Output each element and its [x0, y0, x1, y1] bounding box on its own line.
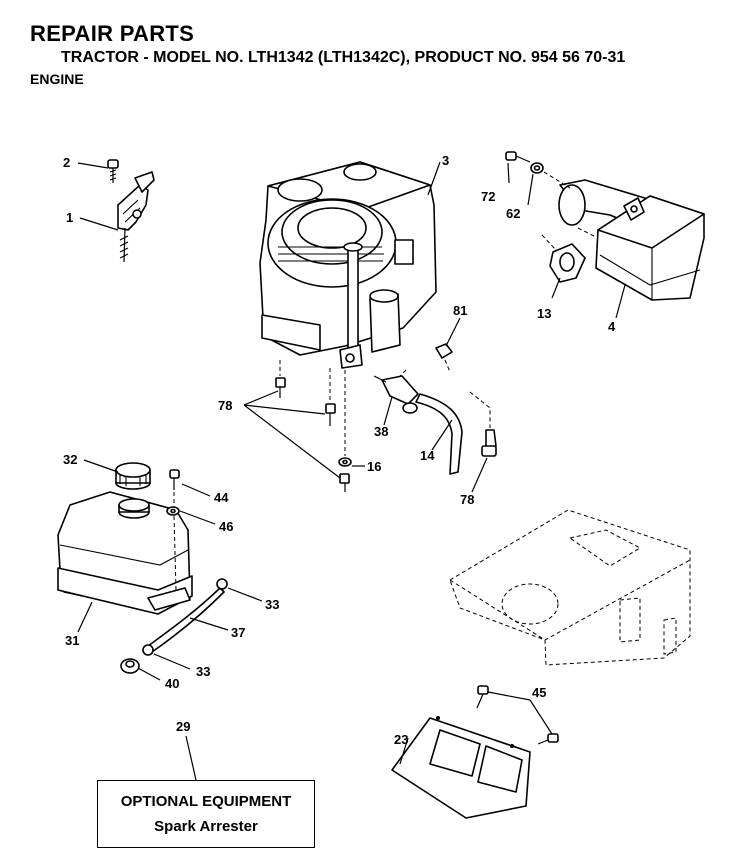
callout-37: 37 — [231, 625, 245, 640]
callout-78-left: 78 — [218, 398, 232, 413]
page-title: REPAIR PARTS — [30, 21, 195, 46]
fuel-tank-part — [57, 491, 193, 615]
engine-part — [259, 161, 437, 369]
spark-arrester-part — [391, 716, 531, 819]
leader-lines — [77, 161, 626, 781]
nut-81-part — [435, 343, 453, 359]
callout-2: 2 — [63, 155, 70, 170]
fuel-cap-part — [115, 462, 151, 490]
screw-44-part — [169, 469, 180, 490]
fuel-hose-part — [415, 393, 463, 475]
screw-part — [107, 159, 119, 183]
model-subtitle: TRACTOR - MODEL NO. LTH1342 (LTH1342C), … — [61, 49, 626, 66]
washer-46-part — [166, 506, 180, 516]
callout-38: 38 — [374, 424, 388, 439]
washer-16-part — [338, 457, 352, 467]
washer-62-part — [530, 162, 544, 174]
callout-29: 29 — [176, 719, 190, 734]
callout-3: 3 — [442, 153, 449, 168]
callout-33-upper: 33 — [265, 597, 279, 612]
callout-14: 14 — [420, 448, 435, 463]
tractor-frame-reference — [449, 509, 691, 666]
callout-33-lower: 33 — [196, 664, 210, 679]
callout-31: 31 — [65, 633, 79, 648]
callout-16: 16 — [367, 459, 381, 474]
exhaust-gasket-part — [549, 243, 586, 283]
optional-equipment-box: OPTIONAL EQUIPMENT Spark Arrester — [97, 780, 315, 848]
callout-32: 32 — [63, 452, 77, 467]
section-label: ENGINE — [30, 71, 84, 87]
callout-1: 1 — [66, 210, 73, 225]
callout-13: 13 — [537, 306, 551, 321]
screw-72-part — [505, 151, 531, 163]
callout-45: 45 — [532, 685, 546, 700]
clamp-33-parts — [142, 578, 228, 656]
callout-46: 46 — [219, 519, 233, 534]
fuel-filter-part — [373, 375, 419, 414]
callout-81: 81 — [453, 303, 467, 318]
callout-72: 72 — [481, 189, 495, 204]
callout-23: 23 — [394, 732, 408, 747]
bolt-78-parts — [275, 377, 497, 492]
callout-4: 4 — [608, 319, 616, 334]
throttle-control-part — [117, 171, 155, 263]
callout-78-right: 78 — [460, 492, 474, 507]
screw-45-parts — [476, 685, 559, 745]
optional-equipment-item: Spark Arrester — [154, 818, 258, 835]
muffler-part — [558, 179, 705, 301]
callout-62: 62 — [506, 206, 520, 221]
callout-44: 44 — [214, 490, 229, 505]
bushing-40-part — [120, 658, 140, 674]
fuel-line-part — [147, 587, 225, 653]
callout-40: 40 — [165, 676, 179, 691]
optional-equipment-heading: OPTIONAL EQUIPMENT — [120, 793, 292, 810]
